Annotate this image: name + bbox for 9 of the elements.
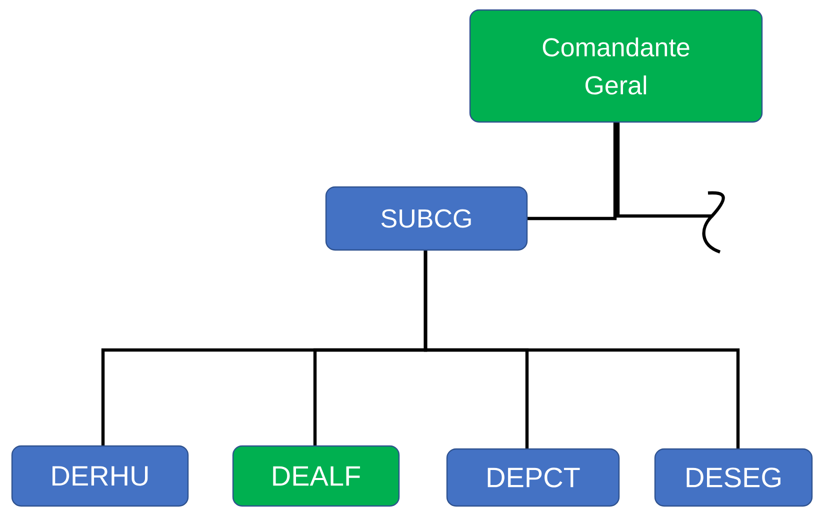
org-box: Comandante Geral	[469, 9, 763, 123]
org-box: DERHU	[11, 445, 189, 507]
org-box: DESEG	[654, 448, 813, 507]
org-box: DEALF	[232, 445, 400, 507]
org-box: DEPCT	[446, 448, 620, 507]
connector-line	[424, 250, 740, 449]
connector-line	[616, 120, 725, 254]
connector-line	[527, 122, 617, 220]
org-box: SUBCG	[325, 186, 528, 251]
